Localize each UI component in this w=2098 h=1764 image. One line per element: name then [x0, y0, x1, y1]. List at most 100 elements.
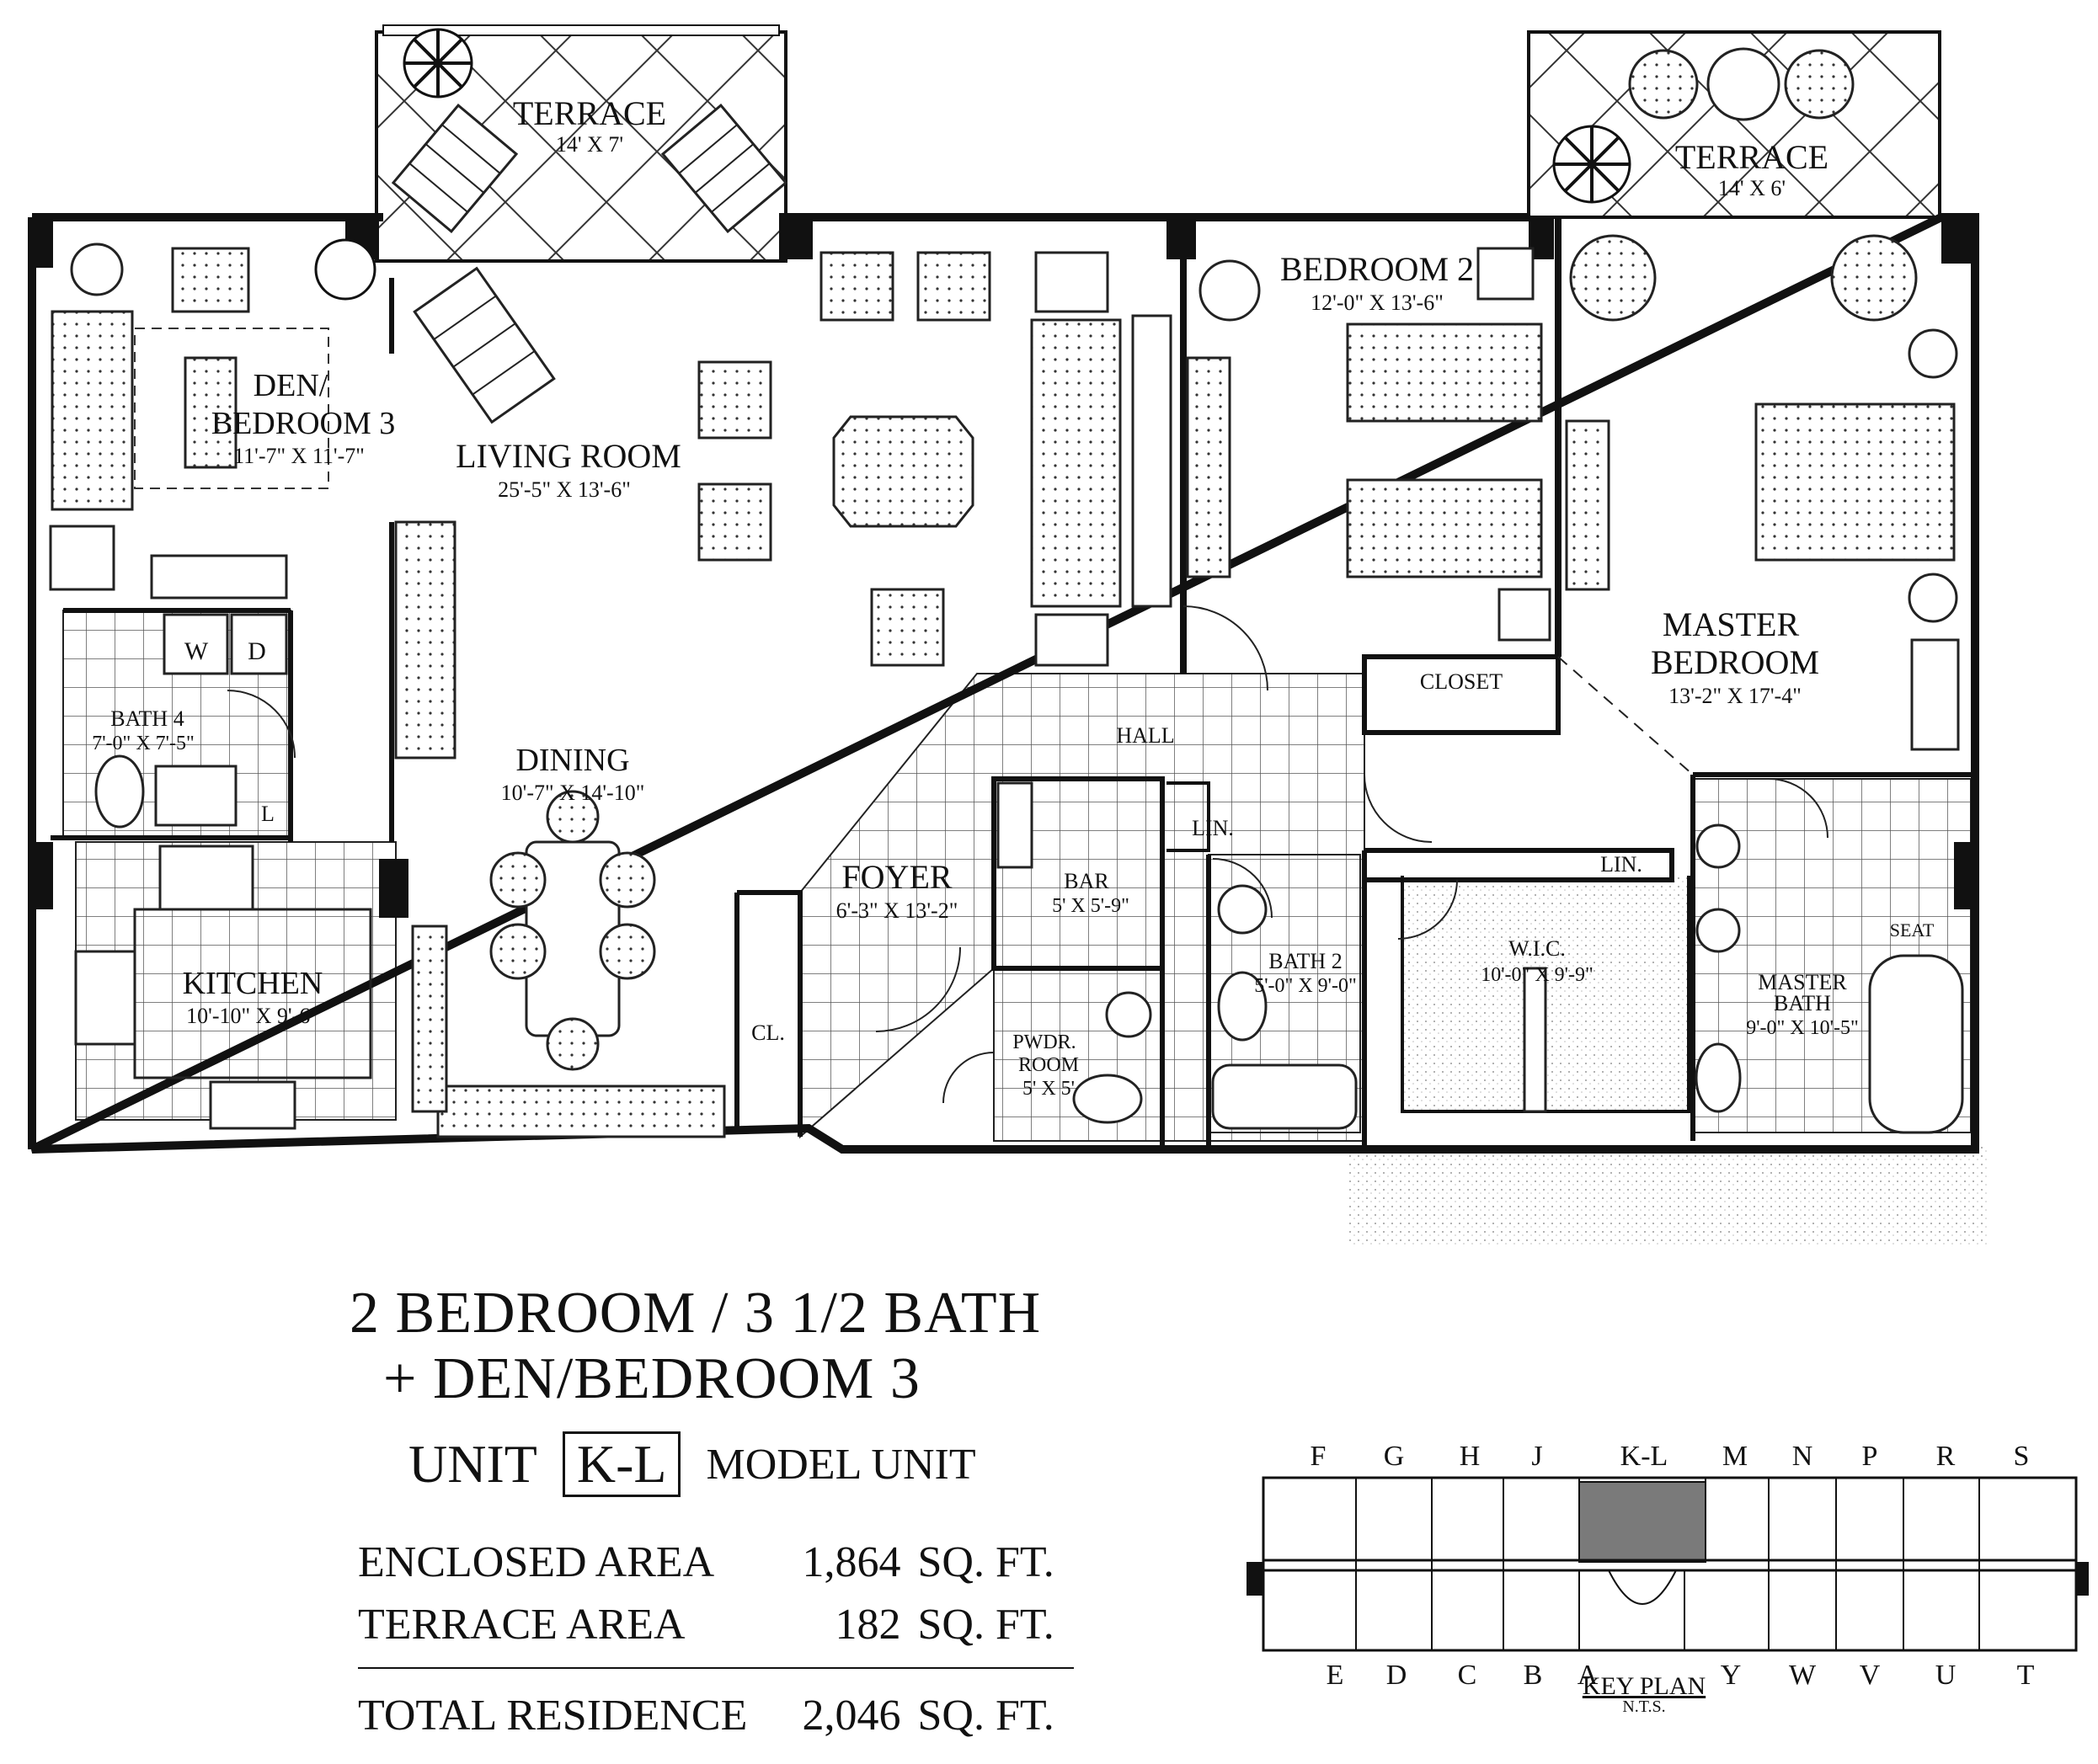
bath2-name: BATH 2 [1268, 949, 1342, 973]
pwdr-name-1: PWDR. [1012, 1031, 1076, 1053]
bed2-dresser [1186, 356, 1231, 578]
key-plan-top-letters: F G H J K-L M N P R S [1311, 1441, 2030, 1472]
master-chair-2 [1830, 234, 1918, 322]
wic-size: 10'-0" X 9'-9" [1481, 964, 1594, 986]
bath4-name: BATH 4 [110, 706, 184, 731]
patio-table [1628, 47, 1855, 121]
living-size: 25'-5" X 13'-6" [498, 477, 631, 502]
unit-label: UNIT [408, 1434, 537, 1494]
master-sink-2 [1695, 908, 1741, 953]
cl-name: CL. [751, 1021, 785, 1045]
bedroom2-size: 12'-0" X 13'-6" [1311, 290, 1444, 315]
pwdr-toilet [1072, 1074, 1143, 1124]
den-lamp [70, 242, 124, 296]
key-letter-bottom: B [1524, 1660, 1543, 1691]
terrace-left [375, 24, 788, 263]
key-plan-bottom-letters: E D C B A Y W V U T [1327, 1660, 2035, 1691]
master-toilet [1695, 1042, 1742, 1113]
key-letter-bottom: E [1327, 1660, 1344, 1691]
key-letter-bottom: C [1458, 1660, 1477, 1691]
bed2-night-2 [1497, 588, 1551, 642]
bath2-toilet [1217, 971, 1268, 1042]
terrace-right [1527, 30, 1941, 219]
lin1-name: LIN. [1192, 816, 1234, 840]
kitchen-name: KITCHEN [183, 966, 323, 1001]
key-letter-top: R [1936, 1441, 1956, 1472]
dryer [230, 613, 288, 675]
terrace-left-name: TERRACE [513, 94, 666, 132]
master-desk [1910, 638, 1960, 751]
wic-shelf [1523, 967, 1547, 1113]
lin2-name: LIN. [1600, 852, 1642, 877]
living-sofa [1030, 318, 1122, 608]
key-plan-subtitle: N.T.S. [1622, 1697, 1665, 1713]
master-bath-size: 9'-0" X 10'-5" [1746, 1017, 1859, 1039]
living-chair-3 [697, 360, 772, 440]
pwdr-size: 5' X 5' [1022, 1078, 1075, 1100]
furniture [49, 234, 1964, 1138]
living-name: LIVING ROOM [456, 437, 681, 475]
total-row: TOTAL RESIDENCE 2,046 SQ. FT. [358, 1684, 1074, 1746]
master-tub [1868, 954, 1964, 1134]
master-chair-1 [1569, 234, 1657, 322]
master-bedroom-size: 13'-2" X 17'-4" [1668, 684, 1802, 708]
dining-name: DINING [515, 743, 629, 778]
closet-name: CLOSET [1420, 669, 1503, 694]
kitchen-sink [209, 1080, 296, 1130]
living-console [1131, 314, 1172, 608]
total-divider [358, 1667, 1074, 1669]
area-row: ENCLOSED AREA 1,864 SQ. FT. [358, 1531, 1074, 1593]
washer-label: W [184, 637, 209, 665]
key-letter-top: H [1460, 1441, 1481, 1472]
key-letter-top: S [2014, 1441, 2030, 1472]
key-letter-top: M [1722, 1441, 1748, 1472]
den-desk [150, 554, 288, 600]
plant-terrace-left [403, 28, 473, 99]
bar-counter [996, 781, 1033, 869]
area-unit: SQ. FT. [917, 1538, 1054, 1586]
unit-code-box: K-L [562, 1431, 681, 1497]
exterior-stipple [1348, 1145, 1988, 1246]
total-label: TOTAL RESIDENCE [358, 1691, 748, 1740]
area-table: ENCLOSED AREA 1,864 SQ. FT. TERRACE AREA… [358, 1531, 1074, 1746]
bath2-size: 5'-0" X 9'-0" [1254, 975, 1357, 997]
foyer-name: FOYER [841, 858, 952, 896]
bath4-toilet [94, 754, 145, 829]
entertainment-unit [394, 520, 456, 759]
area-label: ENCLOSED AREA [358, 1538, 715, 1586]
living-chair-2 [916, 251, 991, 322]
den-name-1: DEN/ [254, 368, 328, 403]
dining-size: 10'-7" X 14'-10" [501, 781, 645, 805]
key-letter-top: G [1384, 1441, 1405, 1472]
terrace-right-size: 14' X 6' [1718, 176, 1786, 200]
area-value: 1,864 [802, 1538, 901, 1586]
pwdr-sink [1105, 991, 1152, 1038]
key-letter-bottom: V [1860, 1660, 1881, 1691]
key-letter-bottom: A [1578, 1660, 1599, 1691]
model-unit-label: MODEL UNIT [706, 1440, 976, 1489]
linen-small-name: L [261, 802, 275, 826]
key-plan-highlight [1578, 1481, 1706, 1563]
room-labels: TERRACE 14' X 7' TERRACE 14' X 6' DEN/ B… [92, 94, 1935, 1100]
washer [163, 613, 229, 675]
living-end-1 [1034, 251, 1109, 313]
den-size: 11'-7" X 11'-7" [233, 444, 365, 468]
den-sofa [51, 310, 134, 511]
foyer-size: 6'-3" X 13'-2" [836, 898, 958, 923]
bath4-vanity [154, 765, 238, 827]
den-name-2: BEDROOM 3 [211, 406, 396, 441]
unit-row: UNIT K-L MODEL UNIT [408, 1431, 976, 1497]
master-bed [1754, 402, 1956, 562]
key-plan-title: KEY PLAN [1583, 1672, 1706, 1700]
master-sink-1 [1695, 823, 1741, 869]
living-lounge [413, 266, 556, 424]
bed-2b [1346, 478, 1543, 578]
area-value: 182 [835, 1600, 901, 1649]
area-unit: SQ. FT. [917, 1600, 1054, 1649]
master-bedroom-name-2: BEDROOM [1651, 643, 1819, 681]
key-plan: F G H J K-L M N P R S E D C B A Y W V U … [1247, 1441, 2089, 1713]
terrace-left-size: 14' X 7' [556, 132, 623, 157]
living-chair-4 [697, 482, 772, 562]
kitchen-range [74, 950, 136, 1046]
bar-size: 5' X 5'-9" [1052, 895, 1129, 917]
